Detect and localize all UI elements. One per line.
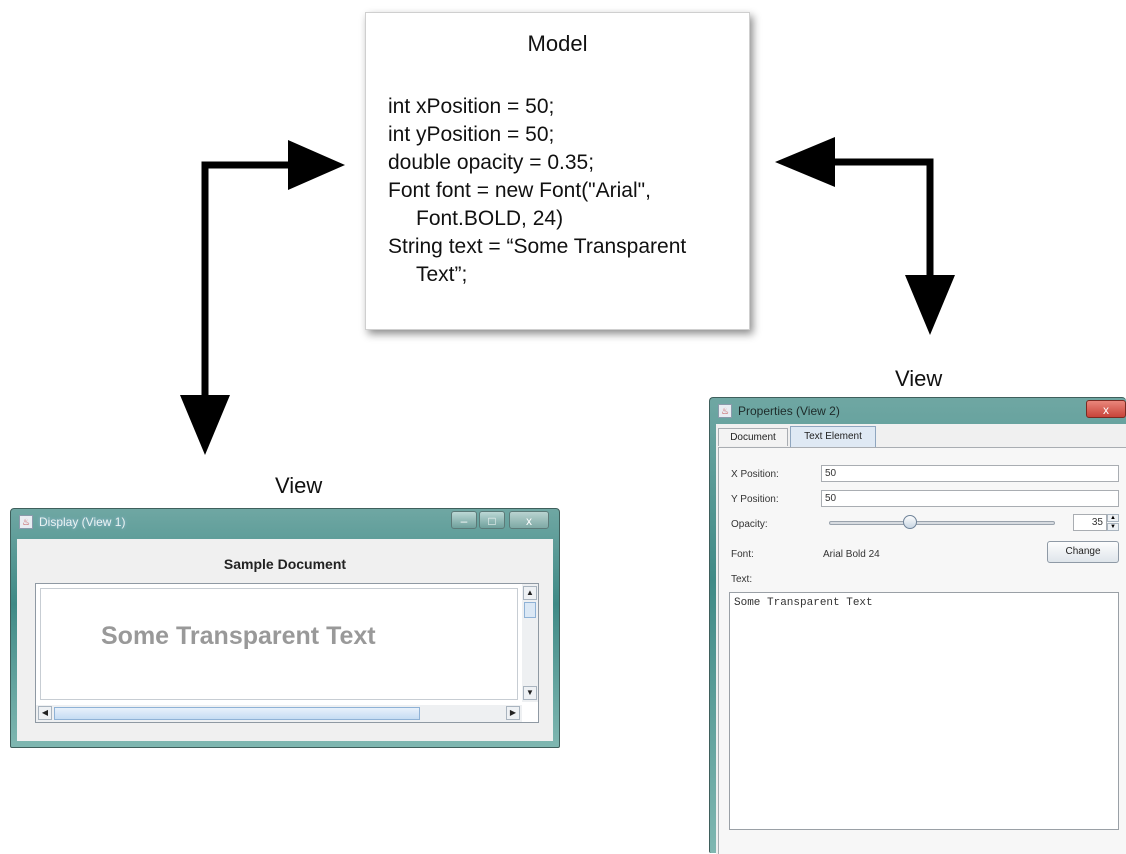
tab-text-element[interactable]: Text Element (790, 426, 876, 447)
document-scroll-pane: Some Transparent Text ▲ ▼ ◀ ▶ (35, 583, 539, 723)
font-value: Arial Bold 24 (823, 549, 880, 560)
model-line: int xPosition = 50; (388, 95, 555, 118)
opacity-spinner-down[interactable]: ▼ (1107, 523, 1119, 531)
maximize-button[interactable]: □ (479, 511, 505, 529)
close-button[interactable]: x (1086, 400, 1126, 418)
arrowhead-to-view-left (180, 395, 230, 455)
scroll-left-button[interactable]: ◀ (38, 706, 52, 720)
document-heading: Sample Document (223, 556, 347, 572)
properties-titlebar[interactable]: ♨ Properties (View 2) x (710, 398, 1126, 424)
font-label: Font: (731, 549, 754, 560)
arrowhead-to-view-right (905, 275, 955, 335)
minimize-button[interactable]: – (451, 511, 477, 529)
y-position-field[interactable]: 50 (821, 490, 1119, 507)
arrowhead-to-model-left (288, 140, 345, 190)
opacity-slider-thumb[interactable] (903, 515, 917, 529)
display-titlebar[interactable]: ♨ Display (View 1) – □ x (11, 509, 559, 535)
transparent-text: Some Transparent Text (101, 622, 376, 650)
text-label: Text: (731, 574, 753, 585)
horizontal-scrollbar[interactable]: ◀ ▶ (36, 705, 522, 722)
model-title: Model (527, 31, 588, 56)
java-cup-icon: ♨ (718, 404, 732, 418)
arrowhead-to-model-right (775, 137, 835, 187)
opacity-slider[interactable] (829, 514, 1055, 532)
opacity-slider-track (829, 521, 1055, 525)
view-right-label: View (895, 366, 943, 391)
text-area[interactable]: Some Transparent Text (729, 592, 1119, 830)
horizontal-scroll-thumb[interactable] (54, 707, 420, 720)
model-line: double opacity = 0.35; (388, 151, 595, 174)
x-position-label: X Position: (731, 469, 779, 480)
model-line: Text”; (416, 263, 468, 286)
scroll-down-button[interactable]: ▼ (523, 686, 537, 700)
model-line: Font font = new Font("Arial", (388, 179, 651, 202)
tab-panel: X Position: 50 Y Position: 50 Opacity: 3… (718, 447, 1126, 854)
model-box: Model int xPosition = 50; int yPosition … (365, 12, 750, 330)
display-client: Sample Document Some Transparent Text ▲ … (17, 539, 553, 741)
tab-text-element-label: Text Element (804, 431, 862, 442)
model-line: int yPosition = 50; (388, 123, 555, 146)
tab-document-label: Document (730, 432, 776, 443)
y-position-label: Y Position: (731, 494, 779, 505)
tab-document[interactable]: Document (718, 428, 788, 446)
java-cup-icon: ♨ (19, 515, 33, 529)
display-window-title: Display (View 1) (39, 515, 126, 529)
model-code: int xPosition = 50; int yPosition = 50; … (388, 93, 686, 289)
scroll-right-button[interactable]: ▶ (506, 706, 520, 720)
left-connector-line (201, 161, 300, 395)
right-connector-line (830, 158, 934, 278)
scroll-up-button[interactable]: ▲ (523, 586, 537, 600)
change-font-button-label: Change (1065, 546, 1101, 557)
minimize-icon: – (460, 514, 468, 528)
maximize-icon: □ (488, 514, 496, 528)
x-position-field[interactable]: 50 (821, 465, 1119, 482)
vertical-scrollbar[interactable]: ▲ ▼ (522, 584, 538, 702)
properties-window-title: Properties (View 2) (738, 404, 840, 418)
document-canvas[interactable]: Some Transparent Text (40, 588, 518, 700)
opacity-spinner-field[interactable]: 35 (1073, 514, 1107, 531)
opacity-spinner-up[interactable]: ▲ (1107, 514, 1119, 522)
text-area-content: Some Transparent Text (734, 597, 873, 609)
opacity-label: Opacity: (731, 519, 768, 530)
vertical-scroll-thumb[interactable] (524, 602, 536, 618)
properties-window: ♨ Properties (View 2) x Document Text El… (709, 397, 1126, 854)
model-line: String text = “Some Transparent (388, 235, 687, 258)
close-button[interactable]: x (509, 511, 549, 529)
properties-client: Document Text Element X Position: 50 Y P… (716, 424, 1126, 854)
close-icon: x (526, 514, 532, 528)
display-window: ♨ Display (View 1) – □ x Sample Document… (10, 508, 560, 748)
close-icon: x (1103, 403, 1109, 417)
model-line: Font.BOLD, 24) (416, 207, 564, 230)
change-font-button[interactable]: Change (1047, 541, 1119, 563)
view-left-label: View (275, 473, 323, 498)
